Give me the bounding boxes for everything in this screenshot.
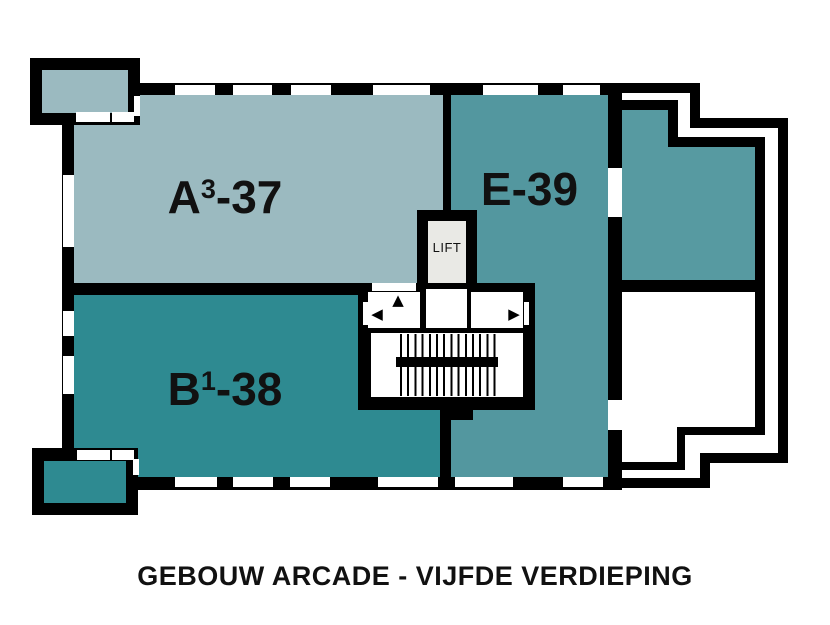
window	[63, 356, 74, 394]
unit-a37-label: A3-37	[100, 166, 350, 220]
wing-outline	[700, 453, 788, 463]
stair-landing-left	[368, 292, 420, 328]
wing-terrace-wall	[618, 462, 685, 470]
left-arrow-icon: ◀	[371, 305, 383, 323]
window	[291, 85, 331, 95]
unit-e39-label: E-39	[480, 163, 579, 215]
stair-landing-center	[426, 289, 467, 328]
stair-door-left	[363, 302, 368, 325]
wall-stub	[451, 407, 473, 420]
balcony-door	[77, 450, 110, 460]
wing-outline	[690, 83, 700, 128]
balcony-door	[112, 112, 134, 122]
window	[455, 477, 513, 487]
wing-room-wall	[608, 280, 765, 292]
window	[233, 477, 273, 487]
stair-handrail	[396, 357, 498, 367]
window	[608, 400, 622, 430]
unit-a37-area	[74, 95, 443, 283]
right-arrow-icon: ▶	[508, 305, 520, 323]
window	[563, 85, 600, 95]
wing-room-floor	[668, 147, 755, 280]
window	[63, 311, 74, 336]
wing-room-floor	[622, 110, 668, 280]
unit-b38-sup: 1	[200, 366, 216, 396]
wing-outline	[700, 118, 788, 128]
wing-outline	[618, 478, 710, 488]
unit-a37-sup: 3	[200, 174, 216, 204]
unit-b38-label: B1-38	[100, 358, 350, 412]
window	[63, 175, 74, 247]
stair-door-top	[372, 283, 416, 291]
stair-landing-right	[471, 292, 523, 328]
up-arrow-icon: ▲	[392, 291, 404, 309]
lift-label: LIFT	[432, 240, 462, 255]
wing-room-wall	[668, 137, 765, 147]
window	[233, 85, 272, 95]
window	[563, 477, 603, 487]
window	[133, 459, 139, 475]
balcony-bottom-left-floor	[44, 461, 126, 503]
balcony-top-left-floor	[42, 70, 128, 113]
window	[134, 96, 140, 116]
balcony-door	[112, 450, 134, 460]
unit-b38-letter: B	[167, 363, 201, 415]
wing-room-wall	[668, 100, 678, 147]
unit-b38-number: -38	[215, 363, 283, 415]
wing-terrace-wall	[677, 427, 765, 435]
window	[608, 168, 622, 217]
lift-car	[428, 221, 466, 283]
window	[373, 85, 430, 95]
unit-a37-letter: A	[167, 171, 201, 223]
window	[290, 477, 330, 487]
window	[175, 477, 217, 487]
window	[175, 85, 215, 95]
wing-outline	[622, 83, 700, 93]
balcony-door	[76, 112, 110, 122]
page-title: GEBOUW ARCADE - VIJFDE VERDIEPING	[137, 561, 693, 591]
wing-outline	[778, 118, 788, 463]
wing-terrace-wall	[677, 427, 685, 470]
wing-outline	[700, 453, 710, 488]
wing-room-wall	[620, 100, 678, 110]
unit-a37-number: -37	[215, 171, 283, 223]
window	[483, 85, 538, 95]
window	[378, 477, 438, 487]
stair-door-right	[524, 302, 529, 325]
